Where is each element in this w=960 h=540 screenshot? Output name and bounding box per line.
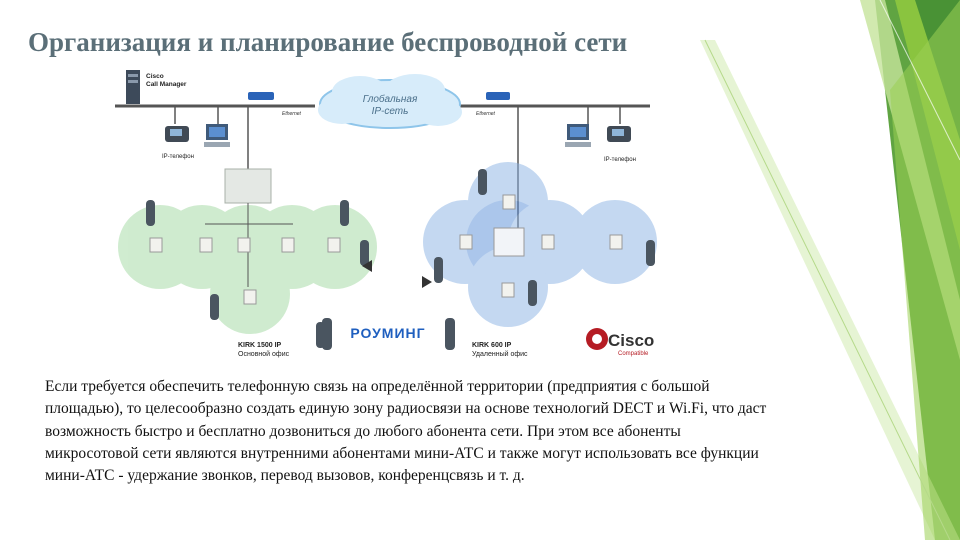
cisco-compatible-logo: Cisco Compatible (586, 328, 654, 357)
roaming-handset-right-icon (445, 318, 455, 350)
call-manager-line2: Call Manager (146, 81, 187, 88)
slide-title: Организация и планирование беспроводной … (28, 27, 628, 57)
right-site-desc: Удаленный офис (472, 350, 528, 358)
roaming-handset-left-icon (322, 318, 332, 350)
cloud-label-line1: Глобальная (363, 93, 418, 105)
roaming-arrow-right-icon (422, 276, 432, 288)
kirk-1500-base-station-icon (224, 168, 272, 204)
ip-phone-right-label: IP-телефон (604, 157, 636, 163)
kirk-600-base-station-icon (493, 227, 525, 257)
right-site-name: KIRK 600 IP (472, 342, 512, 349)
roaming-label: РОУМИНГ (350, 325, 425, 341)
call-manager-line1: Cisco (146, 73, 164, 80)
right-handsets-icon (434, 169, 655, 306)
decorative-green-shapes (700, 0, 960, 540)
cloud-label-line2: IP-сеть (372, 106, 409, 117)
body-paragraph: Если требуется обеспечить телефонную свя… (45, 378, 767, 485)
right-access-points (459, 194, 623, 298)
cisco-logo-text: Cisco (608, 331, 654, 350)
ip-phone-right-icon (607, 126, 631, 142)
computer-right-icon (565, 124, 591, 147)
left-access-points (149, 237, 341, 305)
ethernet-label-right: Ethernet (476, 111, 496, 117)
left-site-desc: Основной офис (238, 350, 290, 358)
cisco-compatible-text: Compatible (618, 351, 649, 357)
router-left-icon (248, 92, 274, 100)
global-ip-network-cloud: Глобальная IP-сеть (318, 74, 462, 129)
ip-phone-left-icon (165, 126, 189, 142)
roaming-arrow-left-icon (362, 260, 372, 272)
ethernet-label-left: Ethernet (282, 111, 302, 117)
wireless-network-diagram: Ethernet Ethernet Глобальная IP-сеть Cis… (115, 70, 657, 358)
computer-left-icon (204, 124, 230, 147)
left-site-name: KIRK 1500 IP (238, 342, 282, 349)
router-right-icon (486, 92, 510, 100)
ip-phone-left-label: IP-телефон (162, 154, 194, 160)
call-manager-server-icon (126, 70, 140, 104)
